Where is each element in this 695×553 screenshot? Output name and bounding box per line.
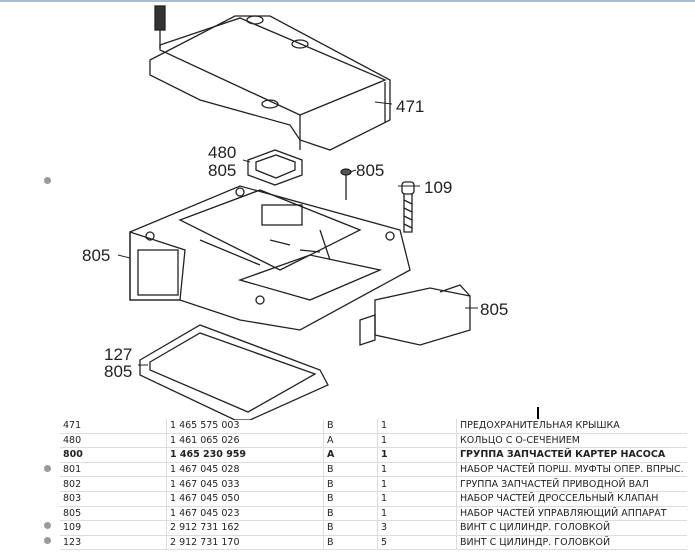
quantity-cell: 1: [377, 491, 457, 507]
code-cell: B: [323, 476, 378, 492]
description-cell: КОЛЬЦО С О-СЕЧЕНИЕМ: [455, 433, 687, 449]
callout-805-housing: 805: [82, 246, 110, 265]
part-number-cell: 1 465 575 003: [166, 419, 324, 434]
description-cell: НАБОР ЧАСТЕЙ ПОРШ. МУФТЫ ОПЕР. ВПРЫС.: [455, 462, 687, 478]
pump-housing-part: [129, 185, 411, 331]
gasket-part: [139, 324, 329, 420]
description-cell: НАБОР ЧАСТЕЙ УПРАВЛЯЮЩИЙ АППАРАТ: [455, 506, 687, 522]
row-marker-dot: [44, 522, 51, 529]
callout-471: 471: [396, 97, 424, 116]
description-cell: ВИНТ С ЦИЛИНДР. ГОЛОВКОЙ: [455, 535, 687, 551]
code-cell: B: [323, 419, 378, 434]
callout-805-screw: 805: [356, 161, 384, 180]
description-cell: ГРУППА ЗАПЧАСТЕЙ ПРИВОДНОЙ ВАЛ: [455, 476, 687, 492]
part-number-cell: 2 912 731 170: [166, 535, 324, 551]
description-cell: ГРУППА ЗАПЧАСТЕЙ КАРТЕР НАСОСА: [455, 447, 687, 463]
part-number-cell: 1 461 065 026: [166, 433, 324, 449]
part-number-cell: 1 467 045 050: [166, 491, 324, 507]
screw-small-icon: [340, 168, 352, 200]
position-cell: 480: [60, 433, 167, 449]
description-cell: ВИНТ С ЦИЛИНДР. ГОЛОВКОЙ: [455, 520, 687, 536]
position-cell: 109: [60, 520, 167, 536]
description-cell: НАБОР ЧАСТЕЙ ДРОССЕЛЬНЫЙ КЛАПАН: [455, 491, 687, 507]
part-number-cell: 1 467 045 023: [166, 506, 324, 522]
row-marker-dot: [44, 465, 51, 472]
code-cell: A: [323, 447, 378, 463]
description-cell: ПРЕДОХРАНИТЕЛЬНАЯ КРЫШКА: [455, 419, 687, 434]
screw-top-icon: [154, 5, 166, 48]
position-cell: 801: [60, 462, 167, 478]
quantity-cell: 1: [377, 447, 457, 463]
quantity-cell: 1: [377, 419, 457, 434]
position-cell: 471: [60, 419, 167, 434]
code-cell: B: [323, 520, 378, 536]
exploded-diagram: 471 480 805 805 109 805 805 127 805: [82, 5, 508, 420]
callout-805-ring: 805: [208, 161, 236, 180]
position-cell: 800: [60, 447, 167, 463]
top-border: [0, 0, 695, 2]
quantity-cell: 1: [377, 433, 457, 449]
quantity-cell: 1: [377, 476, 457, 492]
position-cell: 805: [60, 506, 167, 522]
screw-109-icon: [401, 181, 415, 233]
quantity-cell: 1: [377, 506, 457, 522]
position-cell: 802: [60, 476, 167, 492]
callout-109: 109: [424, 178, 452, 197]
cover-part: [149, 15, 391, 151]
code-cell: A: [323, 433, 378, 449]
o-ring-part: [247, 149, 303, 186]
code-cell: B: [323, 491, 378, 507]
part-number-cell: 2 912 731 162: [166, 520, 324, 536]
part-number-cell: 1 467 045 033: [166, 476, 324, 492]
position-cell: 123: [60, 535, 167, 551]
leader-lines: [117, 101, 478, 366]
code-cell: B: [323, 535, 378, 551]
valve-part: [359, 284, 471, 346]
row-marker-dot: [44, 537, 51, 544]
quantity-cell: 3: [377, 520, 457, 536]
code-cell: B: [323, 506, 378, 522]
callout-480: 480: [208, 143, 236, 162]
callout-805-valve: 805: [480, 300, 508, 319]
position-cell: 803: [60, 491, 167, 507]
quantity-cell: 1: [377, 462, 457, 478]
part-number-cell: 1 465 230 959: [166, 447, 324, 463]
marker-dot: [44, 177, 51, 184]
text-cursor: [537, 407, 539, 419]
code-cell: B: [323, 462, 378, 478]
callout-127: 127: [104, 345, 132, 364]
part-number-cell: 1 467 045 028: [166, 462, 324, 478]
callout-805-gasket: 805: [104, 362, 132, 381]
quantity-cell: 5: [377, 535, 457, 551]
